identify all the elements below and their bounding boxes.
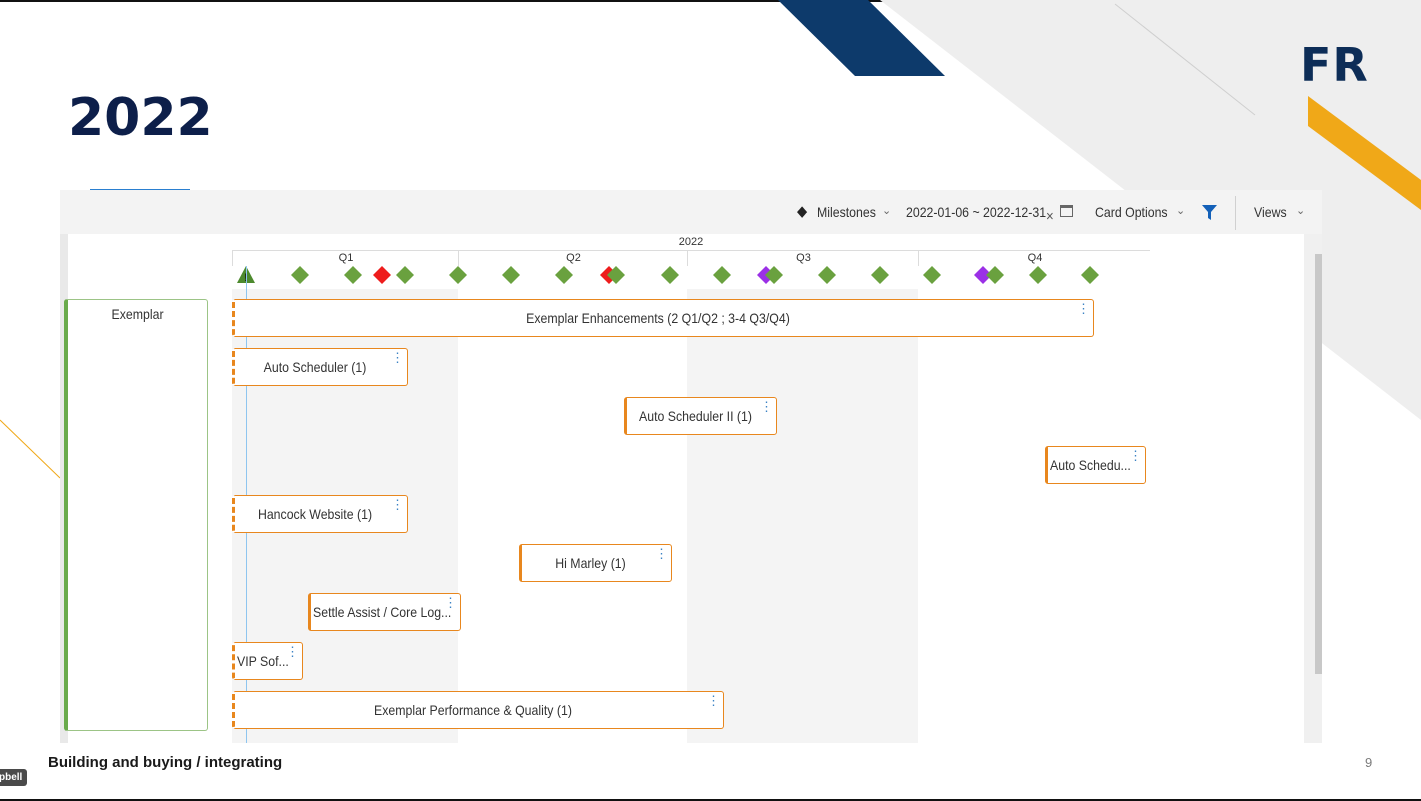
card-settle-assist[interactable]: Settle Assist / Core Log... ⋮: [308, 593, 461, 631]
slide-title: 2022: [68, 88, 213, 148]
filter-icon[interactable]: [1202, 205, 1217, 220]
card-label: Auto Schedu...: [1050, 457, 1131, 473]
quarter-header-q1: Q1: [232, 251, 459, 266]
card-options-chevron-down-icon[interactable]: ⌄: [1176, 205, 1186, 217]
toolbar-divider: [1235, 196, 1236, 230]
card-hancock-website[interactable]: Hancock Website (1) ⋮: [232, 495, 408, 533]
card-menu-icon[interactable]: ⋮: [655, 546, 668, 561]
views-chevron-down-icon[interactable]: ⌄: [1296, 205, 1306, 217]
card-menu-icon[interactable]: ⋮: [391, 350, 404, 365]
milestone-green-diamond-icon[interactable]: [555, 266, 573, 284]
card-menu-icon[interactable]: ⋮: [286, 644, 299, 659]
card-menu-icon[interactable]: ⋮: [1077, 301, 1090, 316]
quarter-header-q2: Q2: [458, 251, 688, 266]
milestone-green-diamond-icon[interactable]: [1081, 266, 1099, 284]
milestone-track: !: [237, 266, 1099, 284]
card-label: Settle Assist / Core Log...: [313, 604, 452, 620]
card-options-dropdown[interactable]: Card Options: [1095, 204, 1168, 220]
card-auto-scheduler-iii[interactable]: Auto Schedu... ⋮: [1045, 446, 1146, 484]
toolbar: ◆ Milestones ⌄ 2022-01-06 ~ 2022-12-31 ×…: [60, 190, 1322, 234]
card-exemplar-enhancements[interactable]: Exemplar Enhancements (2 Q1/Q2 ; 3-4 Q3/…: [232, 299, 1094, 337]
milestone-green-diamond-icon[interactable]: [344, 266, 362, 284]
milestone-green-diamond-icon[interactable]: [661, 266, 679, 284]
page-number: 9: [1365, 755, 1373, 770]
scrollbar-thumb[interactable]: [1315, 254, 1322, 674]
milestones-chevron-down-icon[interactable]: ⌄: [882, 205, 892, 217]
timeline-area: 2022 Q1 Q2 Q3 Q4 ! Exemplar Exemplar Enh…: [60, 234, 1322, 743]
card-label: Hi Marley (1): [555, 555, 626, 571]
views-dropdown[interactable]: Views: [1254, 204, 1287, 220]
milestone-green-diamond-icon[interactable]: [396, 266, 414, 284]
card-label: Auto Scheduler II (1): [639, 408, 752, 424]
year-header: 2022: [232, 234, 1150, 251]
calendar-icon[interactable]: [1060, 205, 1073, 217]
milestone-green-diamond-icon[interactable]: [1029, 266, 1047, 284]
card-menu-icon[interactable]: ⋮: [1129, 448, 1142, 463]
milestone-diamond-icon: ◆: [797, 203, 808, 220]
milestone-green-diamond-icon[interactable]: [923, 266, 941, 284]
footer-caption: Building and buying / integrating: [48, 754, 283, 771]
swimlane-label: Exemplar: [111, 306, 164, 322]
milestone-green-diamond-icon[interactable]: [986, 266, 1004, 284]
date-range-field[interactable]: 2022-01-06 ~ 2022-12-31: [906, 204, 1047, 220]
card-auto-scheduler-ii[interactable]: Auto Scheduler II (1) ⋮: [624, 397, 777, 435]
card-menu-icon[interactable]: ⋮: [444, 595, 457, 610]
milestone-green-diamond-icon[interactable]: [502, 266, 520, 284]
card-menu-icon[interactable]: ⋮: [707, 693, 720, 708]
milestone-green-diamond-icon[interactable]: [291, 266, 309, 284]
gold-stripe: [1308, 96, 1421, 210]
gold-line: [0, 419, 61, 479]
q2-column: [458, 289, 687, 743]
milestone-red-diamond-icon[interactable]: [373, 266, 391, 284]
milestone-green-diamond-icon[interactable]: [607, 266, 625, 284]
milestone-green-diamond-icon[interactable]: [713, 266, 731, 284]
quarter-header-q4: Q4: [918, 251, 1151, 266]
card-exemplar-performance[interactable]: Exemplar Performance & Quality (1) ⋮: [232, 691, 724, 729]
milestone-green-diamond-icon[interactable]: [818, 266, 836, 284]
milestone-green-diamond-icon[interactable]: [765, 266, 783, 284]
card-label: VIP Sof...: [237, 653, 289, 669]
clear-date-icon[interactable]: ×: [1046, 208, 1054, 225]
card-label: Auto Scheduler (1): [263, 359, 367, 375]
card-menu-icon[interactable]: ⋮: [391, 497, 404, 512]
card-auto-scheduler[interactable]: Auto Scheduler (1) ⋮: [232, 348, 408, 386]
card-hi-marley[interactable]: Hi Marley (1) ⋮: [519, 544, 672, 582]
milestone-purple-diamond-icon[interactable]: [974, 266, 992, 284]
quarter-header-q3: Q3: [687, 251, 919, 266]
presenter-name-badge: pbell: [0, 769, 28, 786]
card-vip-software[interactable]: VIP Sof... ⋮: [232, 642, 303, 680]
navy-stripe: [778, 0, 945, 76]
card-label: Exemplar Enhancements (2 Q1/Q2 ; 3-4 Q3/…: [526, 310, 790, 326]
swimlane-exemplar[interactable]: Exemplar: [64, 299, 208, 731]
card-label: Hancock Website (1): [257, 506, 373, 522]
card-label: Exemplar Performance & Quality (1): [374, 702, 572, 718]
milestones-dropdown[interactable]: Milestones: [817, 204, 876, 220]
fr-logo: FR: [1300, 38, 1369, 92]
thin-line: [1114, 3, 1256, 116]
q4-column: [918, 289, 1150, 743]
roadmap-panel: ◆ Milestones ⌄ 2022-01-06 ~ 2022-12-31 ×…: [60, 190, 1322, 743]
milestone-green-diamond-icon[interactable]: [449, 266, 467, 284]
card-menu-icon[interactable]: ⋮: [760, 399, 773, 414]
q3-column: [687, 289, 918, 743]
milestone-green-diamond-icon[interactable]: [871, 266, 889, 284]
